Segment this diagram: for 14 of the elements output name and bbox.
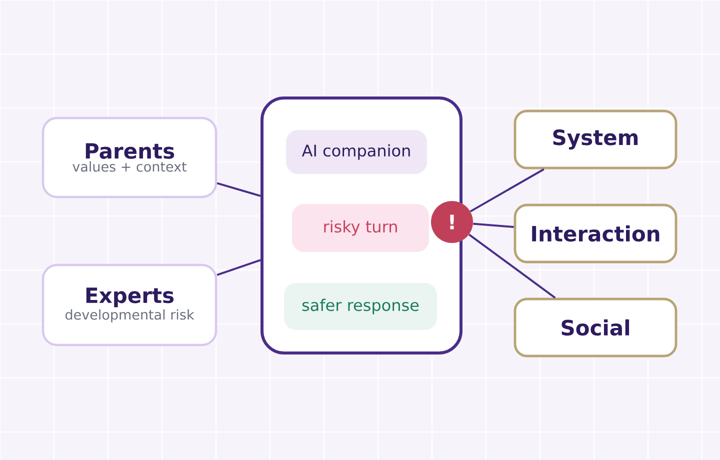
pill-label: risky turn (292, 204, 429, 252)
connector-line (216, 259, 261, 276)
category-box: System (514, 110, 678, 170)
connector-line (470, 168, 544, 212)
connector-line (468, 234, 556, 299)
group-card: Parents values + context (42, 116, 218, 198)
category-box: Social (514, 298, 678, 358)
connector-line (473, 222, 514, 228)
connector-line (216, 182, 261, 197)
pill-label: safer response (284, 283, 437, 330)
alert-badge: ! (431, 201, 473, 243)
category-box: Interaction (514, 204, 678, 264)
pill-label: AI companion (286, 130, 427, 174)
group-card: Experts developmental risk (42, 264, 218, 346)
